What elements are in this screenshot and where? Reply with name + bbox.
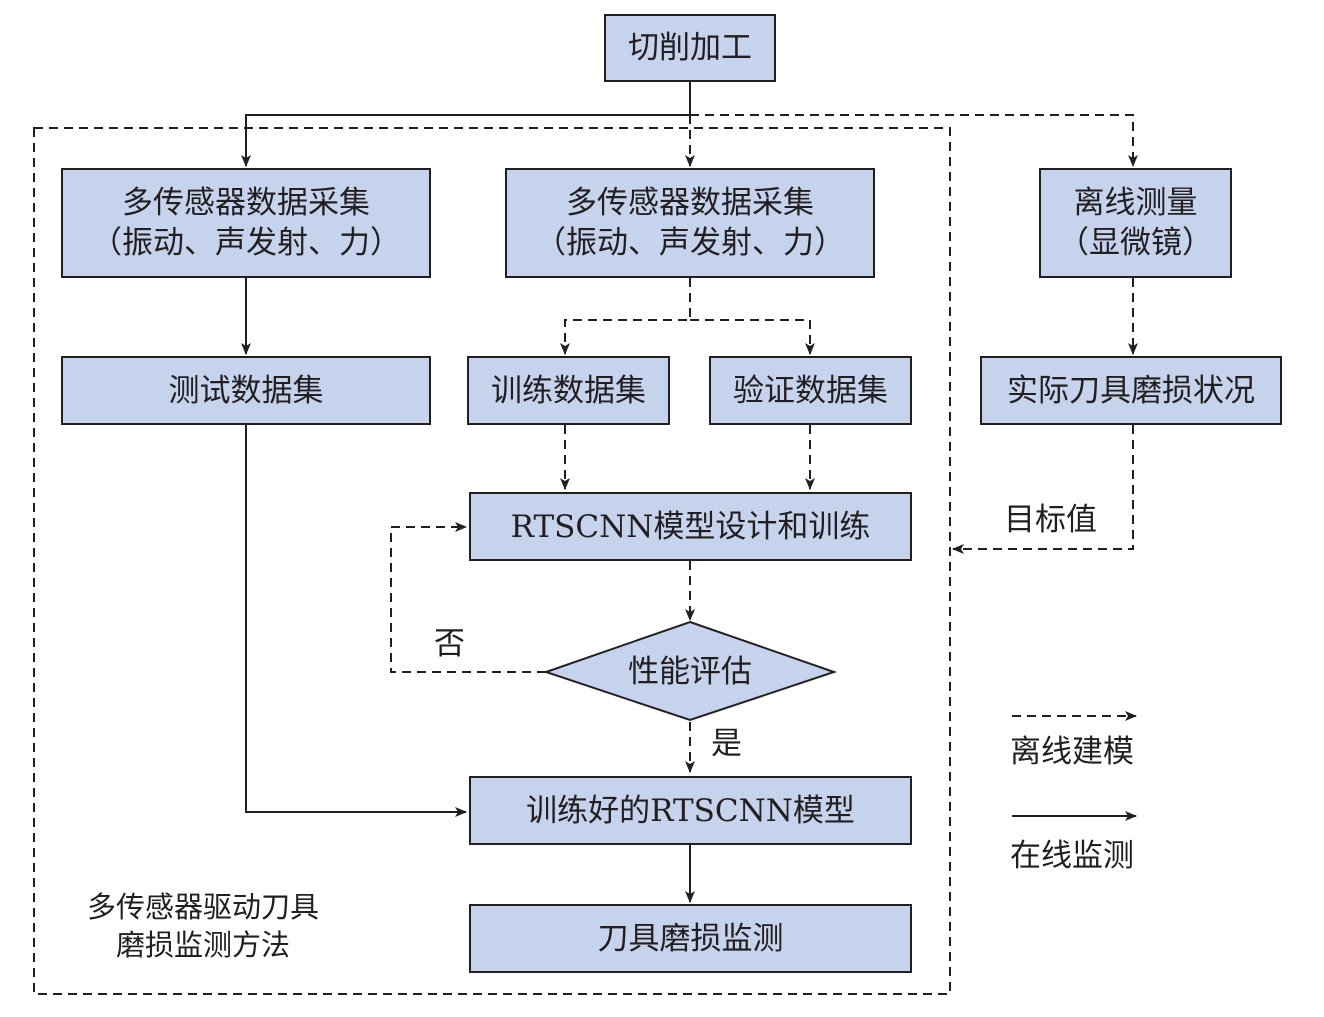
yes-label: 是 <box>711 726 742 762</box>
train-set-node: 训练数据集 <box>467 356 670 425</box>
region-label-line1: 多传感器驱动刀具 <box>86 890 319 924</box>
train-set-label: 训练数据集 <box>491 372 646 409</box>
sensor-test-line1: 多传感器数据采集 <box>122 185 370 221</box>
region-label: 多传感器驱动刀具 磨损监测方法 <box>58 888 348 964</box>
region-label-line2: 磨损监测方法 <box>115 928 290 962</box>
test-set-label: 测试数据集 <box>168 372 324 409</box>
actual-wear-node: 实际刀具磨损状况 <box>980 356 1282 425</box>
target-value-label: 目标值 <box>1004 502 1097 538</box>
test-set-node: 测试数据集 <box>61 356 431 425</box>
legend-online-label: 在线监测 <box>1010 838 1134 874</box>
trained-model-label: 训练好的RTSCNN模型 <box>526 792 855 829</box>
evaluation-diamond <box>542 620 838 722</box>
edge-cutting-to-sensor-test <box>241 82 691 167</box>
sensor-train-node: 多传感器数据采集 （振动、声发射、力） <box>505 168 875 278</box>
val-set-node: 验证数据集 <box>709 356 912 425</box>
monitoring-method-region <box>33 127 951 995</box>
edge-split-to-val-set <box>690 319 815 355</box>
val-set-label: 验证数据集 <box>733 372 888 409</box>
trained-model-node: 训练好的RTSCNN模型 <box>469 776 912 845</box>
wear-monitor-node: 刀具磨损监测 <box>469 904 912 973</box>
evaluation-label: 性能评估 <box>628 654 752 690</box>
edge-test-set-to-trained-model <box>245 425 467 817</box>
edge-cutting-to-offline-measure <box>690 114 1138 167</box>
wear-monitor-label: 刀具磨损监测 <box>597 920 784 957</box>
edge-sensor-train-split <box>560 278 691 355</box>
actual-wear-label: 实际刀具磨损状况 <box>1007 372 1255 409</box>
edge-actual-wear-to-model <box>952 425 1134 554</box>
sensor-test-node: 多传感器数据采集 （振动、声发射、力） <box>61 168 431 278</box>
no-label: 否 <box>434 626 465 662</box>
edge-evaluation-no-loop <box>390 522 546 673</box>
cutting-node: 切削加工 <box>604 14 776 82</box>
offline-measure-line1: 离线测量 <box>1073 185 1198 221</box>
offline-measure-node: 离线测量 （显微镜） <box>1039 168 1232 278</box>
sensor-test-line2: （振动、声发射、力） <box>91 225 401 261</box>
model-design-label: RTSCNN模型设计和训练 <box>510 508 871 545</box>
sensor-train-line1: 多传感器数据采集 <box>566 185 814 221</box>
cutting-label: 切削加工 <box>628 30 752 66</box>
model-design-node: RTSCNN模型设计和训练 <box>469 492 912 561</box>
sensor-train-line2: （振动、声发射、力） <box>535 225 845 261</box>
legend-offline-label: 离线建模 <box>1010 734 1134 770</box>
offline-measure-line2: （显微镜） <box>1058 225 1213 261</box>
